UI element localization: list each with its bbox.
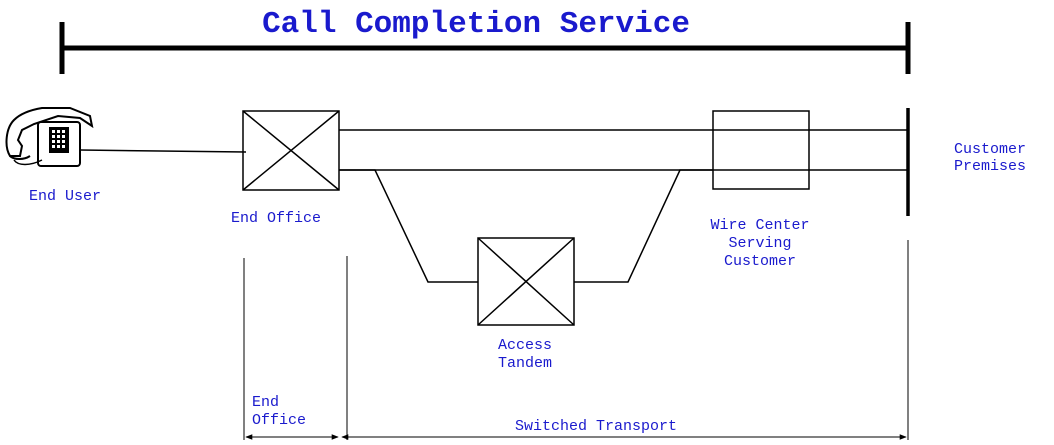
end-office-switch — [242, 110, 340, 191]
tandem-route-right — [574, 169, 713, 283]
telephone-icon — [5, 107, 94, 167]
access-tandem-label-line2: Tandem — [498, 355, 552, 372]
tandem-route-left — [339, 169, 478, 283]
access-tandem-label-line1: Access — [498, 337, 552, 354]
diagram-title: Call Completion Service — [262, 7, 690, 42]
access-tandem-switch — [477, 237, 575, 326]
subscriber-line — [79, 149, 247, 153]
end-office-span-label-line1: End — [252, 394, 279, 411]
wire-center-label-line2: Serving — [728, 235, 791, 252]
wire-center-label-line3: Customer — [724, 253, 796, 270]
end-office-span-label-line2: Office — [252, 412, 306, 429]
wire-center-box — [712, 110, 810, 190]
switched-transport-span-label: Switched Transport — [515, 418, 677, 435]
customer-premises-label-line2: Premises — [954, 158, 1026, 175]
service-span-bar — [59, 22, 911, 74]
customer-premises-label-line1: Customer — [954, 141, 1026, 158]
wire-center-label-line1: Wire Center — [710, 217, 809, 234]
end-office-label: End Office — [231, 210, 321, 227]
end-user-label: End User — [29, 188, 101, 205]
